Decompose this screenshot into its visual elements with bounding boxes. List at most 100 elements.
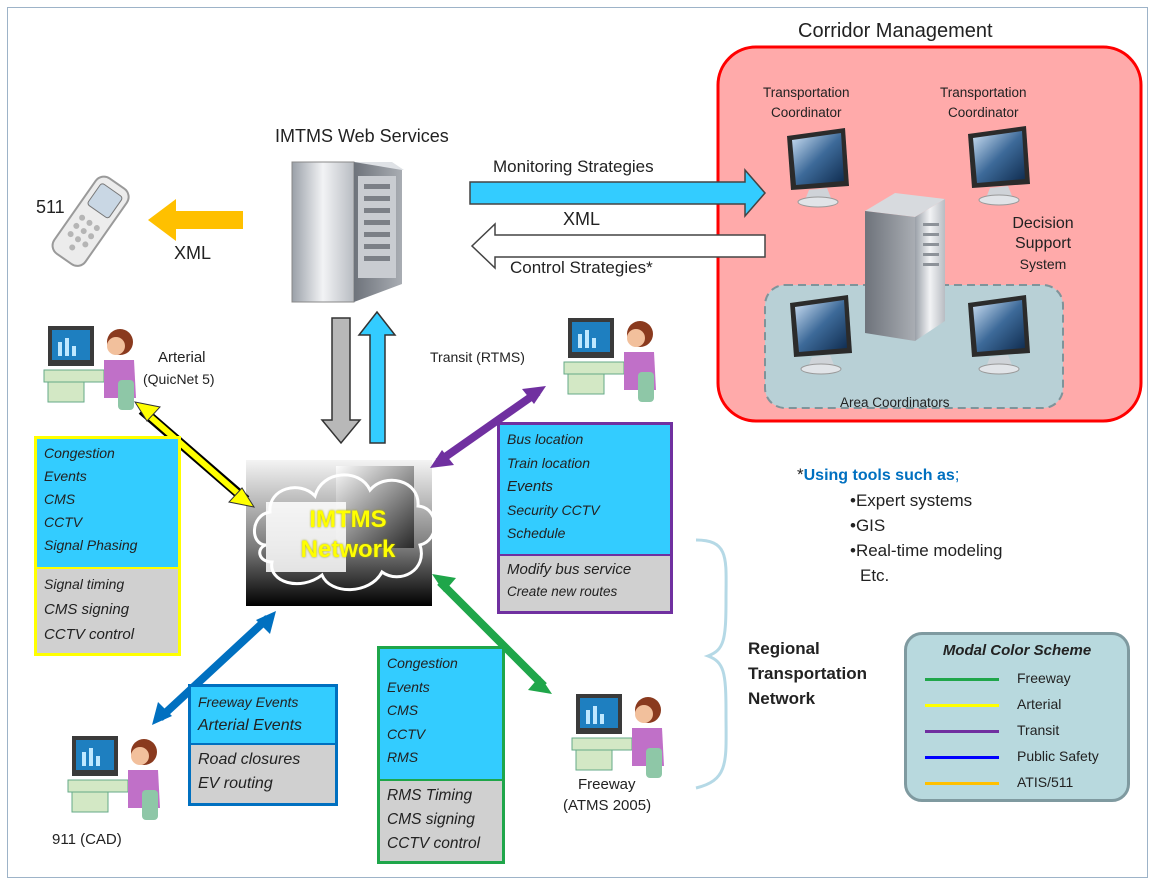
- coordinator-left-line2: Coordinator: [771, 105, 842, 120]
- arterial-data-box: Congestion Events CMS CCTV Signal Phasin…: [34, 436, 181, 567]
- down-arrow: [320, 317, 362, 445]
- arterial-data-item: Events: [44, 468, 87, 484]
- tools-etc: Etc.: [860, 566, 890, 585]
- transit-data-item: Bus location: [507, 431, 584, 447]
- legend-swatch: [925, 756, 999, 759]
- arterial-control-item: CMS signing: [44, 601, 130, 618]
- xml-return-label: XML: [563, 209, 601, 229]
- public-safety-arrowhead: [256, 611, 276, 634]
- transit-control-item: Modify bus service: [507, 561, 632, 578]
- transit-data-box: Bus location Train location Events Secur…: [497, 422, 673, 554]
- legend-label: Arterial: [1017, 696, 1062, 712]
- transit-control-item: Create new routes: [507, 584, 618, 599]
- area-coordinators-label: Area Coordinators: [840, 395, 950, 410]
- public-safety-arrowhead: [152, 702, 172, 725]
- regional-line1: Regional: [748, 639, 820, 658]
- monitoring-strategies-arrow: [469, 167, 766, 219]
- decision-support-server-icon: [865, 193, 945, 341]
- legend-item: Freeway: [907, 668, 1127, 690]
- legend-item: Arterial: [907, 694, 1127, 716]
- coordinator-left-line1: Transportation: [763, 85, 850, 100]
- arterial-control-box: Signal timing CMS signing CCTV control: [34, 567, 181, 656]
- control-strategies-arrow: [470, 222, 766, 270]
- arterial-arrowhead: [228, 487, 256, 508]
- public-safety-data-box: Freeway Events Arterial Events: [188, 684, 338, 743]
- legend-label: Public Safety: [1017, 748, 1099, 764]
- freeway-system-label: (ATMS 2005): [563, 797, 652, 814]
- coordinator-label-left: Transportation Coordinator: [763, 83, 850, 123]
- arterial-link-fill: [144, 410, 244, 500]
- regional-line3: Network: [748, 689, 816, 708]
- freeway-data-item: Events: [387, 678, 430, 695]
- freeway-link: [437, 579, 547, 689]
- legend-label: ATIS/511: [1017, 774, 1074, 790]
- transit-arrowhead: [522, 386, 546, 404]
- public-safety-control-item: Road closures: [198, 751, 301, 768]
- transit-control-box: Modify bus service Create new routes: [497, 554, 673, 614]
- arterial-label: Arterial: [158, 349, 206, 366]
- monitor-icon: [968, 126, 1030, 206]
- freeway-control-item: CCTV control: [387, 835, 481, 852]
- transit-data-item: Train location: [507, 454, 591, 471]
- transit-arrowhead: [430, 450, 454, 468]
- dss-line1: Decision: [1012, 215, 1074, 232]
- legend-swatch: [925, 730, 999, 733]
- up-arrow: [357, 310, 397, 444]
- legend-swatch: [925, 782, 999, 785]
- diagram-frame: [7, 7, 1148, 878]
- freeway-control-box: RMS Timing CMS signing CCTV control: [377, 779, 505, 864]
- freeway-data-box: Congestion Events CMS CCTV RMS: [377, 646, 505, 779]
- arterial-data-item: CCTV: [44, 514, 83, 530]
- public-safety-control-item: EV routing: [198, 775, 273, 792]
- freeway-control-item: CMS signing: [387, 811, 475, 828]
- tools-heading-text: Using tools such as: [803, 467, 955, 484]
- freeway-data-item: Congestion: [387, 655, 458, 671]
- freeway-data-item: RMS: [387, 749, 419, 765]
- tools-item: •GIS: [850, 516, 886, 535]
- public-safety-data-item: Arterial Events: [198, 717, 303, 734]
- legend-swatch: [925, 704, 999, 707]
- monitoring-strategies-label: Monitoring Strategies: [493, 157, 654, 176]
- legend-item: ATIS/511: [907, 772, 1127, 794]
- arterial-data-item: Congestion: [44, 445, 115, 461]
- tools-item: •Real-time modeling: [850, 541, 1003, 560]
- transit-data-item: Events: [507, 478, 553, 495]
- public-safety-control-box: Road closures EV routing: [188, 743, 338, 806]
- tools-item: •Expert systems: [850, 491, 973, 510]
- arterial-control-item: CCTV control: [44, 626, 135, 643]
- web-services-server-icon: [291, 161, 404, 303]
- freeway-data-item: CCTV: [387, 725, 426, 742]
- legend-item: Transit: [907, 720, 1127, 742]
- freeway-data-item: CMS: [387, 702, 419, 718]
- corridor-title: Corridor Management: [798, 20, 993, 42]
- control-strategies-label: Control Strategies*: [510, 258, 653, 277]
- freeway-arrowhead: [432, 574, 456, 592]
- legend-item: Public Safety: [907, 746, 1127, 768]
- freeway-arrowhead: [528, 676, 552, 694]
- atis-511-arrow: [148, 199, 243, 241]
- tools-star: *: [797, 465, 804, 484]
- arterial-operator-icon: [43, 326, 136, 410]
- arterial-control-item: Signal timing: [44, 576, 125, 592]
- web-services-title: IMTMS Web Services: [275, 126, 449, 146]
- regional-brace: [695, 538, 728, 790]
- transit-operator-icon: [563, 318, 656, 402]
- network-line2: Network: [300, 536, 396, 563]
- tools-heading: *Using tools such as;: [797, 465, 960, 484]
- legend-title: Modal Color Scheme: [942, 642, 1092, 659]
- dss-label: Decision Support System: [1005, 214, 1081, 275]
- imtms-network-icon: [246, 460, 437, 606]
- dss-line3: System: [1019, 256, 1067, 272]
- transit-data-item: Security CCTV: [507, 501, 600, 518]
- monitor-icon: [790, 295, 852, 375]
- freeway-control-item: RMS Timing: [387, 787, 473, 804]
- legend-label: Freeway: [1017, 670, 1071, 686]
- arterial-data-item: Signal Phasing: [44, 537, 138, 553]
- coordinator-right-line2: Coordinator: [948, 105, 1019, 120]
- regional-line2: Transportation: [748, 664, 868, 683]
- arterial-arrowhead: [133, 401, 161, 422]
- coordinator-label-right: Transportation Coordinator: [940, 83, 1027, 123]
- phone-icon: [51, 175, 130, 267]
